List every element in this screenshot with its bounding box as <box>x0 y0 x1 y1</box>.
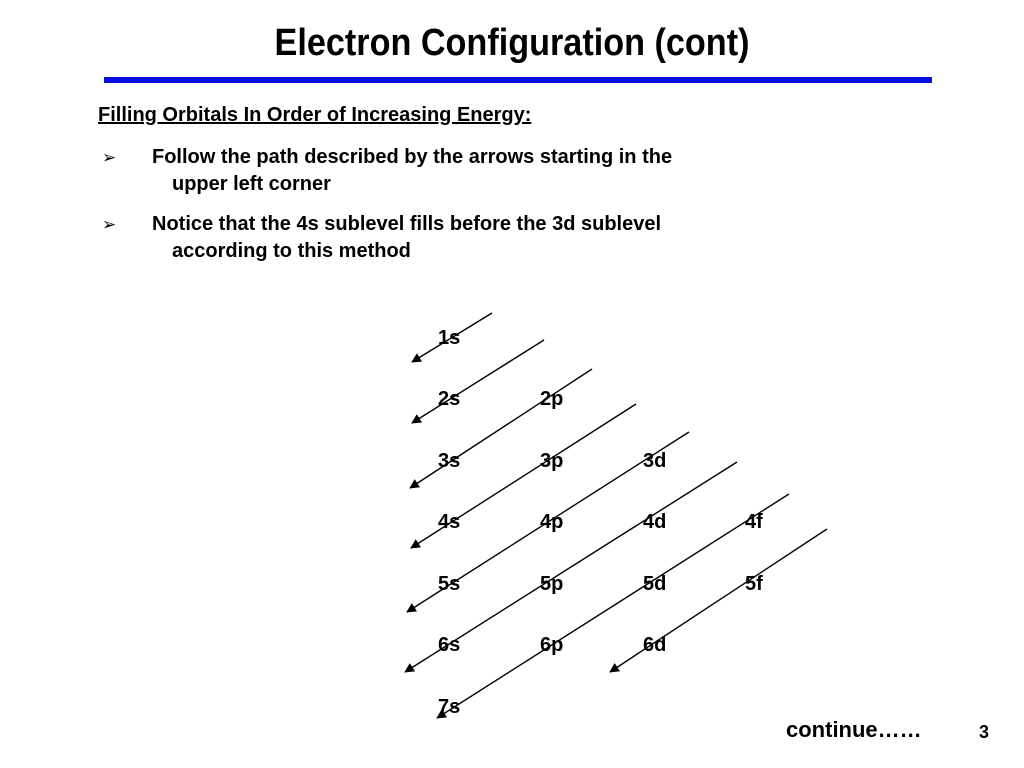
orbital-label: 6s <box>438 634 461 656</box>
arrowhead-bullet-icon: ➢ <box>102 215 117 234</box>
orbital-label: 4s <box>438 511 461 533</box>
bullet-line: according to this method <box>172 240 411 262</box>
bullet-item: ➢ Notice that the 4s sublevel fills befo… <box>98 211 858 265</box>
bullet-line: Follow the path described by the arrows … <box>152 146 673 168</box>
orbital-label: 4d <box>643 511 667 533</box>
bullet-line: Notice that the 4s sublevel fills before… <box>152 213 662 235</box>
orbital-label: 4f <box>745 511 763 533</box>
section-heading: Filling Orbitals In Order of Increasing … <box>98 104 532 126</box>
slide-title: Electron Configuration (cont) <box>274 22 750 64</box>
orbital-label: 3s <box>438 450 461 472</box>
page-number: 3 <box>979 722 990 742</box>
orbital-label: 6p <box>540 634 564 656</box>
bullet-line: upper left corner <box>172 173 331 195</box>
orbital-label: 6d <box>643 634 667 656</box>
continue-label: continue…… <box>786 717 922 742</box>
orbital-label: 7s <box>438 696 461 718</box>
orbital-label: 5p <box>540 573 564 595</box>
orbital-label: 3p <box>540 450 564 472</box>
arrowhead-bullet-icon: ➢ <box>102 148 117 167</box>
bullet-text: Follow the path described by the arrows … <box>152 144 858 198</box>
orbital-label: 3d <box>643 450 667 472</box>
bullet-item: ➢ Follow the path described by the arrow… <box>98 144 858 198</box>
bullet-text: Notice that the 4s sublevel fills before… <box>152 211 858 265</box>
orbital-label: 2s <box>438 388 461 410</box>
filling-arrow <box>436 493 790 719</box>
orbital-label: 1s <box>438 327 461 349</box>
orbital-label: 5f <box>745 573 763 595</box>
filling-arrow <box>411 339 545 424</box>
orbital-label: 5s <box>438 573 461 595</box>
title-divider <box>104 77 932 83</box>
orbital-label: 4p <box>540 511 564 533</box>
orbital-label: 5d <box>643 573 667 595</box>
orbital-label: 2p <box>540 388 564 410</box>
